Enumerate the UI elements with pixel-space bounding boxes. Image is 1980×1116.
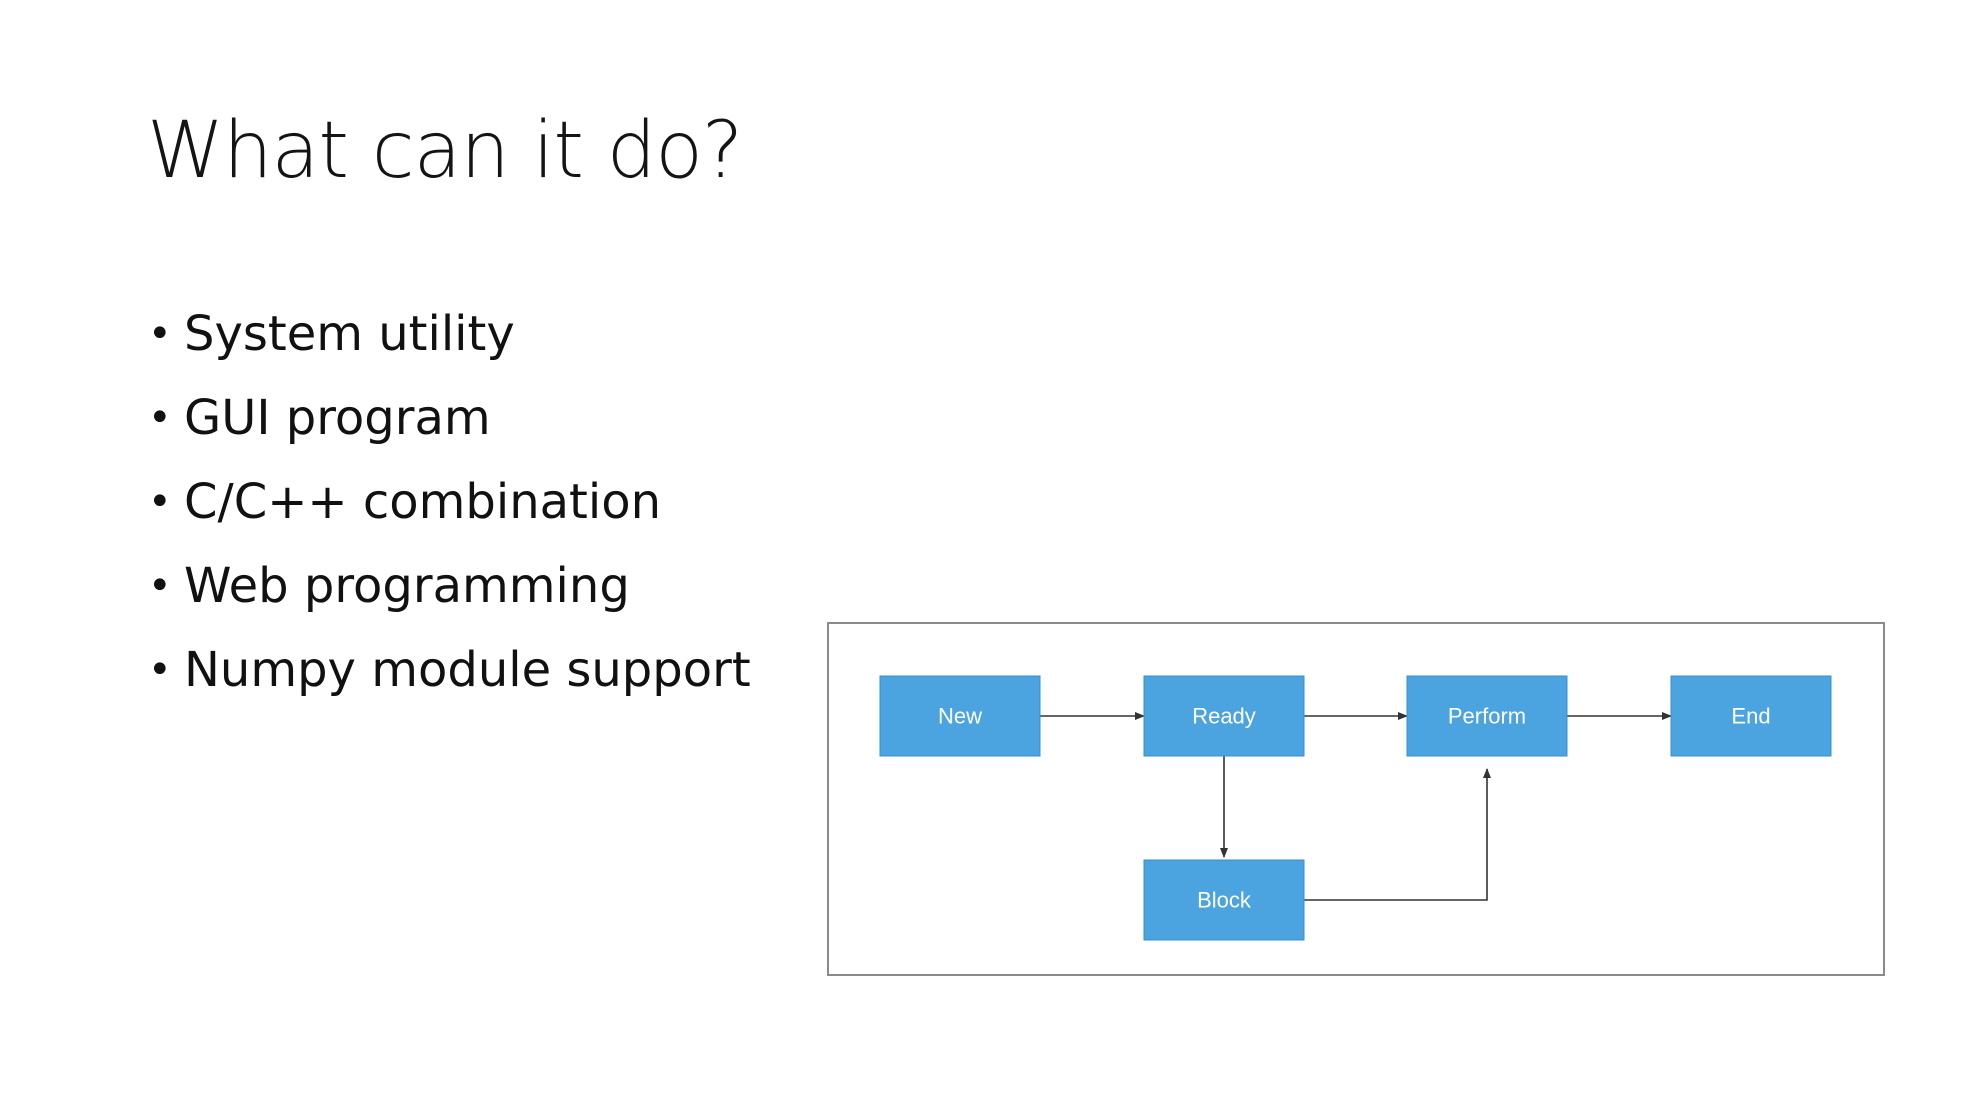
node-perform: Perform	[1406, 675, 1568, 757]
bullet-icon: •	[148, 563, 172, 609]
bullet-item: • Web programming	[148, 550, 751, 634]
node-end-label: End	[1731, 704, 1770, 729]
bullet-text: Web programming	[184, 558, 630, 614]
slide-title: What can it do?	[147, 106, 743, 196]
state-diagram: New Ready Perform End Block	[827, 622, 1885, 976]
node-block: Block	[1143, 859, 1305, 941]
node-ready-label: Ready	[1192, 704, 1256, 729]
bullet-item: • C/C++ combination	[148, 466, 751, 550]
bullet-item: • Numpy module support	[148, 634, 751, 718]
bullet-text: Numpy module support	[184, 642, 751, 698]
bullet-icon: •	[148, 311, 172, 357]
edge-block-to-perform	[1304, 768, 1491, 901]
bullet-item: • System utility	[148, 298, 751, 382]
node-new-label: New	[938, 704, 982, 729]
bullet-text: GUI program	[184, 390, 491, 446]
state-diagram-canvas: New Ready Perform End Block	[879, 675, 1832, 941]
bullet-item: • GUI program	[148, 382, 751, 466]
node-perform-label: Perform	[1448, 704, 1526, 729]
bullet-text: C/C++ combination	[184, 474, 661, 530]
bullet-list: • System utility • GUI program • C/C++ comb…	[148, 298, 751, 718]
node-block-label: Block	[1197, 888, 1252, 913]
node-end: End	[1670, 675, 1832, 757]
bullet-icon: •	[148, 395, 172, 441]
node-ready: Ready	[1143, 675, 1305, 757]
node-new: New	[879, 675, 1041, 757]
bullet-icon: •	[148, 647, 172, 693]
bullet-icon: •	[148, 479, 172, 525]
bullet-text: System utility	[184, 306, 515, 362]
